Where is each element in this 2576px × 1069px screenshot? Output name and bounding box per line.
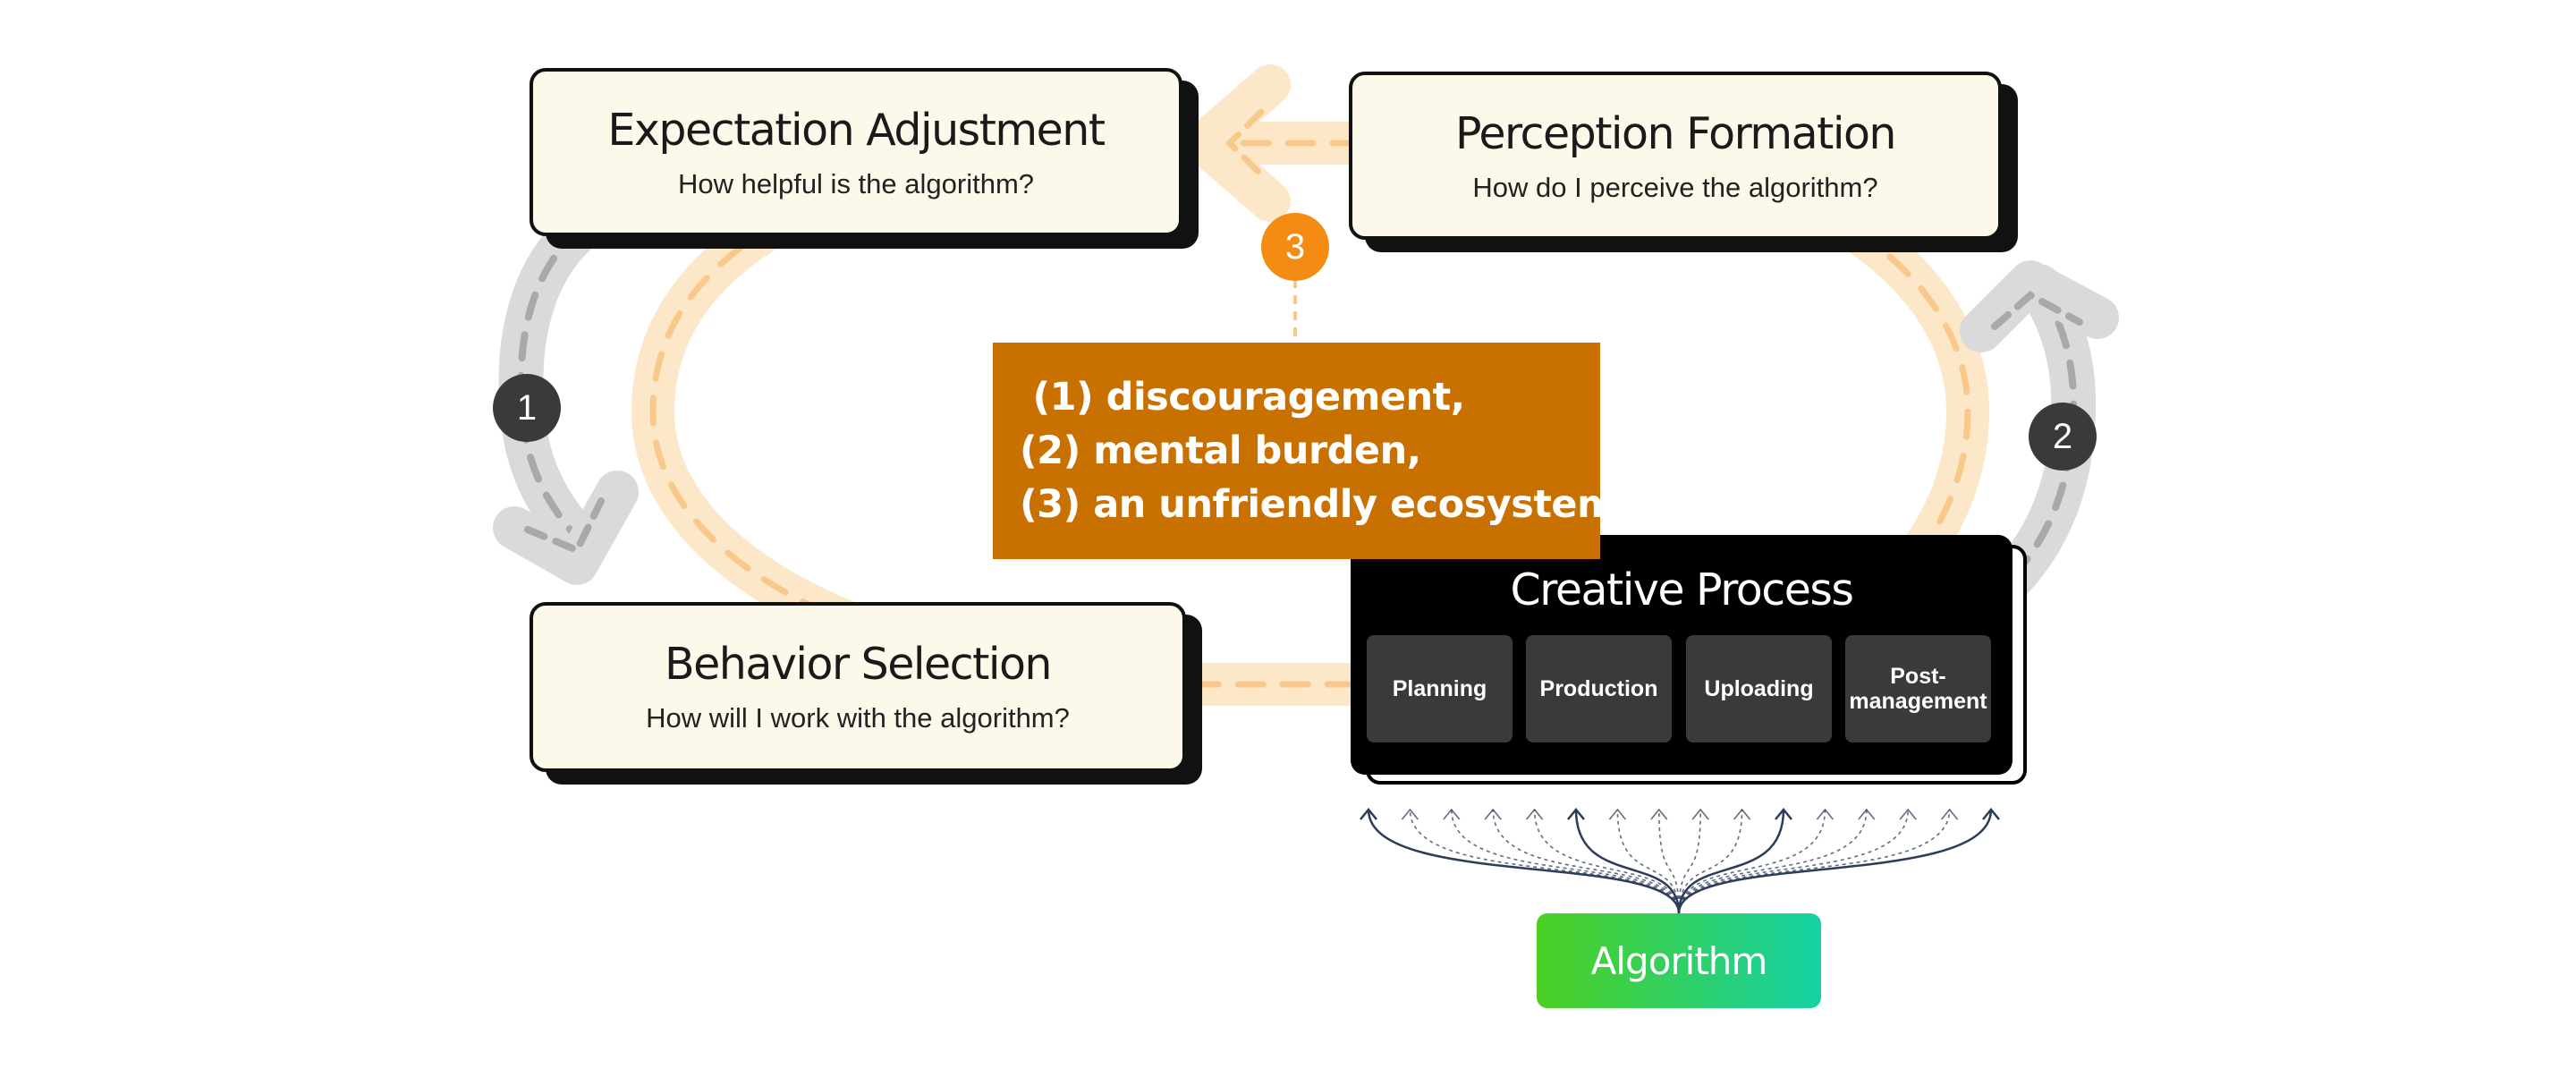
fan-arrow bbox=[1678, 809, 1951, 914]
fan-arrow-head bbox=[1816, 808, 1835, 820]
card-subtitle: How helpful is the algorithm? bbox=[677, 168, 1035, 199]
fan-arrows bbox=[1360, 808, 2000, 914]
fan-arrow-head bbox=[1608, 808, 1627, 820]
card-title: Behavior Selection bbox=[665, 639, 1052, 690]
fan-arrow-head bbox=[1360, 808, 1377, 820]
fan-arrow bbox=[1678, 809, 1868, 914]
fan-arrow bbox=[1367, 809, 1681, 914]
fan-arrow-head bbox=[1733, 808, 1751, 820]
card-title: Perception Formation bbox=[1455, 108, 1896, 159]
callout-line-3: (3) an unfriendly ecosystem. bbox=[1020, 482, 1631, 527]
fan-arrow bbox=[1451, 809, 1680, 914]
fan-arrow-head bbox=[1525, 808, 1544, 820]
fan-arrow bbox=[1678, 809, 1909, 914]
fan-arrow bbox=[1492, 809, 1680, 914]
fan-arrow bbox=[1616, 809, 1680, 914]
fan-arrow-head bbox=[1401, 808, 1419, 820]
fan-arrow-head bbox=[1775, 808, 1792, 820]
fan-arrow bbox=[1678, 809, 1826, 914]
fan-arrow-head bbox=[1650, 808, 1668, 820]
fan-arrow bbox=[1678, 809, 1743, 914]
perception-formation-card: Perception Formation How do I perceive t… bbox=[1349, 72, 2002, 240]
stage-planning: Planning bbox=[1367, 635, 1513, 742]
callout-line-2: (2) mental burden, bbox=[1020, 428, 1421, 473]
fan-arrow bbox=[1677, 809, 1785, 914]
fan-arrow-head bbox=[1567, 808, 1585, 820]
fan-arrow bbox=[1574, 809, 1681, 914]
algorithm-box: Algorithm bbox=[1537, 913, 1821, 1008]
stage-post-management: Post- management bbox=[1845, 635, 1991, 742]
fan-arrow-head bbox=[1899, 808, 1917, 820]
creative-process-panel: Creative Process Planning Production Upl… bbox=[1351, 535, 2012, 775]
fan-arrow-head bbox=[1443, 808, 1461, 820]
creative-process-title: Creative Process bbox=[1510, 564, 1854, 615]
fan-arrow bbox=[1409, 809, 1680, 914]
stage-uploading: Uploading bbox=[1686, 635, 1832, 742]
behavior-selection-card: Behavior Selection How will I work with … bbox=[530, 602, 1186, 772]
fan-arrow-head bbox=[1484, 808, 1502, 820]
fan-arrow-head bbox=[1691, 808, 1709, 820]
fan-arrow-head bbox=[1982, 808, 2000, 820]
fan-arrow bbox=[1677, 809, 1993, 914]
card-subtitle: How will I work with the algorithm? bbox=[646, 702, 1070, 734]
stage-production: Production bbox=[1526, 635, 1672, 742]
expectation-adjustment-card: Expectation Adjustment How helpful is th… bbox=[530, 68, 1182, 236]
callout-line-1: (1) discouragement, bbox=[1020, 375, 1465, 420]
card-title: Expectation Adjustment bbox=[607, 105, 1106, 156]
fan-arrow-head bbox=[1940, 808, 1959, 820]
challenges-callout: (1) discouragement, (2) mental burden, (… bbox=[993, 343, 1631, 559]
fan-arrow bbox=[1533, 809, 1680, 914]
fan-arrow-head bbox=[1858, 808, 1876, 820]
step-3-badge: 3 bbox=[1261, 213, 1329, 281]
card-subtitle: How do I perceive the algorithm? bbox=[1472, 172, 1878, 203]
step-2-badge: 2 bbox=[2029, 403, 2097, 471]
step-1-badge: 1 bbox=[493, 374, 561, 442]
